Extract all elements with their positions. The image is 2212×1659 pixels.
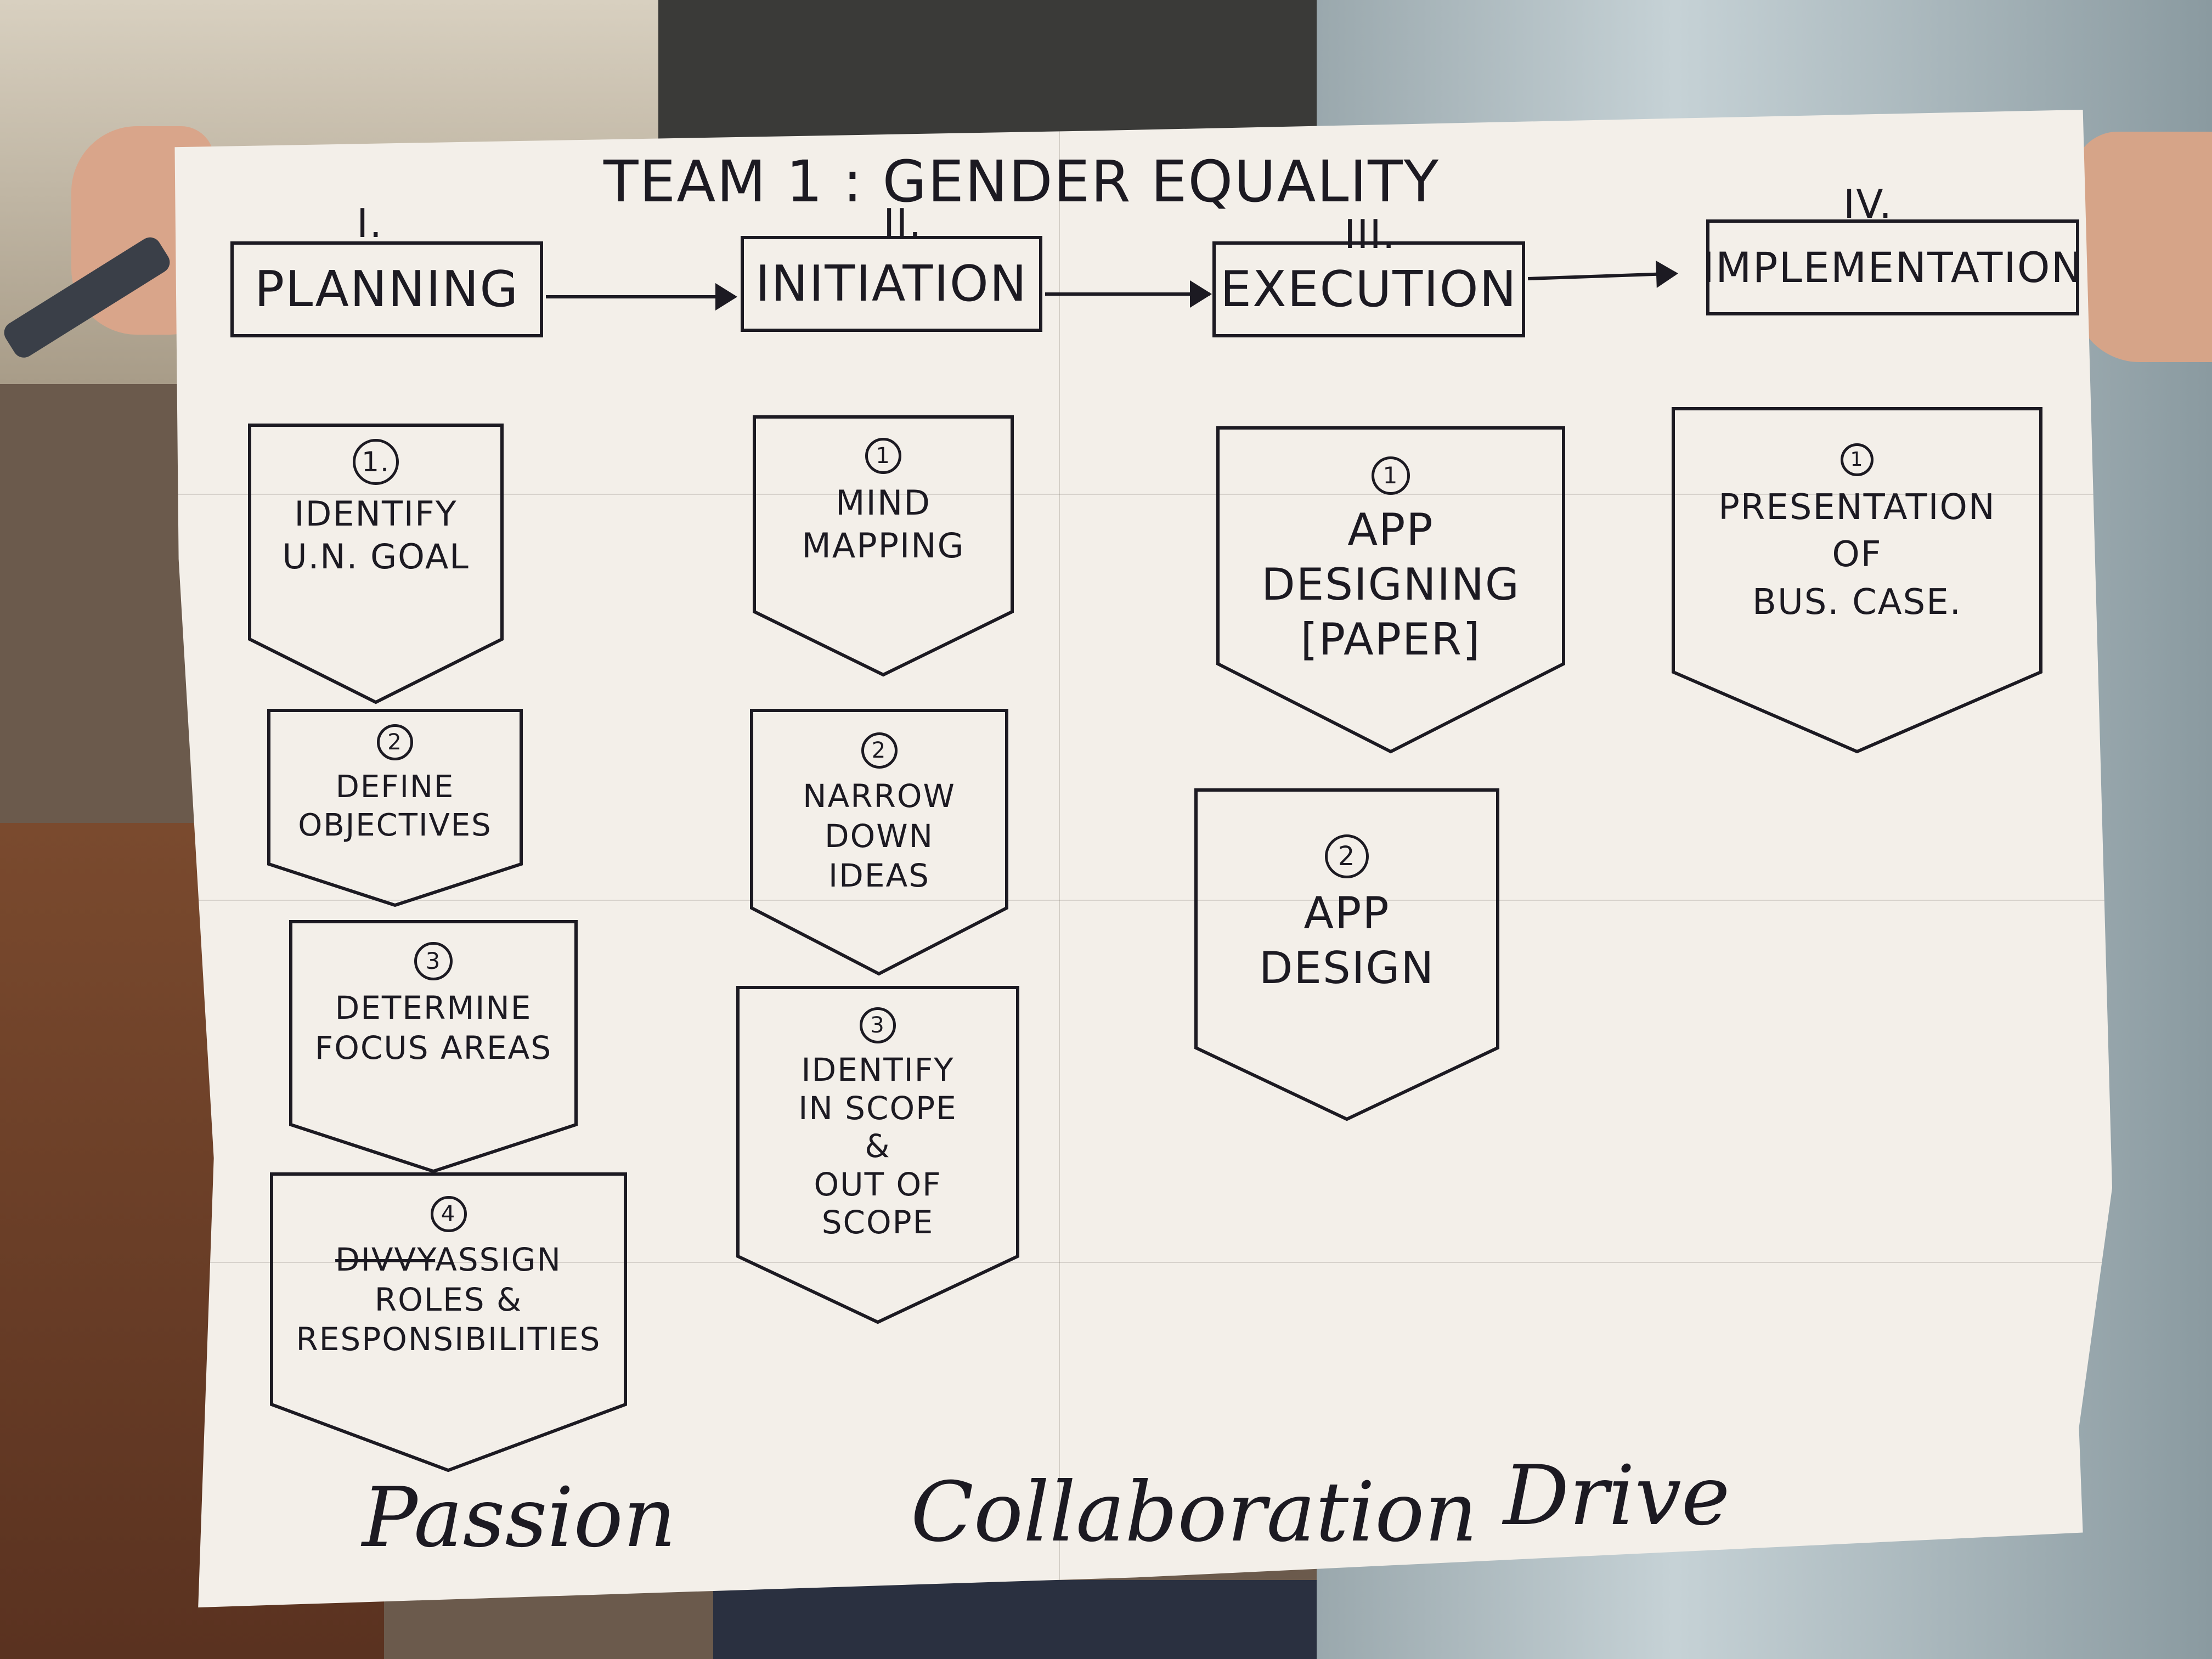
step-number: 1 xyxy=(1372,456,1410,495)
value-word: Collaboration xyxy=(911,1465,1478,1560)
step-label: IDENTIFY U.N. GOAL xyxy=(282,494,470,577)
step-label: ASSIGN ROLES & RESPONSIBILITIES xyxy=(296,1241,601,1358)
value-word: Passion xyxy=(362,1470,676,1566)
phase-box-initiation: INITIATION xyxy=(741,236,1042,332)
phase-number: III. xyxy=(1344,211,1396,257)
step-number: 4 xyxy=(430,1196,467,1232)
flow-arrow xyxy=(546,283,737,311)
step-label: DETERMINE FOCUS AREAS xyxy=(314,989,552,1066)
step-label: NARROW DOWN IDEAS xyxy=(803,777,956,894)
step-number: 3 xyxy=(860,1007,896,1043)
diagram-title: TEAM 1 : GENDER EQUALITY xyxy=(603,148,1440,215)
phase-box-execution: EXECUTION xyxy=(1212,241,1525,337)
step-number: 3 xyxy=(414,942,453,980)
flow-arrow xyxy=(1045,280,1212,308)
step-label: PRESENTATION OF BUS. CASE. xyxy=(1718,487,1996,623)
paper-crease xyxy=(174,494,2112,495)
struck-text: DIVVY xyxy=(335,1241,436,1278)
value-word: Drive xyxy=(1503,1448,1730,1544)
paper-crease xyxy=(1059,110,1060,1607)
step-number: 1 xyxy=(865,438,901,474)
step-chevron: 1. IDENTIFY U.N. GOAL xyxy=(248,424,504,704)
step-number: 2 xyxy=(377,724,413,760)
step-number: 1. xyxy=(353,439,399,485)
paper-crease xyxy=(174,900,2112,901)
step-number: 2 xyxy=(861,732,898,769)
flipchart-paper xyxy=(174,110,2112,1607)
right-hand xyxy=(2074,132,2212,362)
step-label: APP DESIGN xyxy=(1259,888,1435,994)
step-number: 2 xyxy=(1325,834,1369,878)
paper-crease xyxy=(174,1262,2112,1263)
phase-number: I. xyxy=(357,200,383,246)
person-legs xyxy=(713,1580,1317,1659)
step-label: APP DESIGNING [PAPER] xyxy=(1261,504,1520,665)
step-label: DEFINE OBJECTIVES xyxy=(298,769,492,843)
phase-box-planning: PLANNING xyxy=(230,241,543,337)
phase-box-implementation: IMPLEMENTATION xyxy=(1702,219,2082,315)
step-label: MIND MAPPING xyxy=(802,483,965,566)
step-number: 1 xyxy=(1841,443,1874,476)
step-label: IDENTIFY IN SCOPE & OUT OF SCOPE xyxy=(798,1051,957,1242)
